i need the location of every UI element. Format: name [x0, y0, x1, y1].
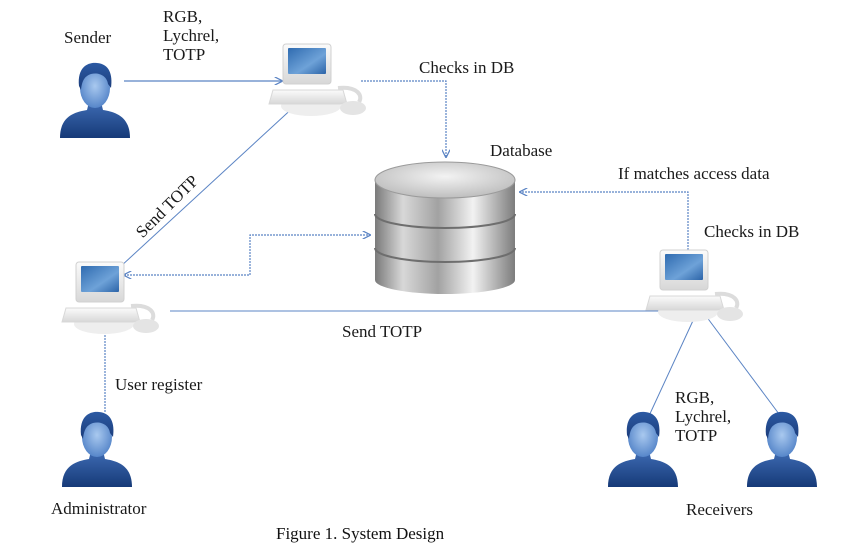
edge-send-totp-diagonal: [119, 103, 298, 268]
user-register-label: User register: [115, 375, 203, 394]
sender-user-icon: [60, 62, 130, 138]
administrator-user-icon: [62, 411, 132, 487]
connectors: [105, 80, 783, 419]
sender-computer-icon: [267, 42, 368, 118]
edge-receiver-to-db: [520, 192, 689, 250]
receiver-user-icon: [747, 411, 817, 487]
figure-caption: Figure 1. System Design: [276, 524, 445, 543]
receiver-checks-db-label: Checks in DB: [704, 222, 800, 241]
receivers-label: Receivers: [686, 500, 754, 519]
if-matches-label: If matches access data: [618, 164, 770, 183]
database-icon: [374, 161, 516, 294]
sender-checks-db-label: Checks in DB: [419, 58, 515, 77]
receiver-computer-icon: [644, 248, 745, 324]
edge-admin-db: [124, 235, 370, 275]
receiver-user-icon: [608, 411, 678, 487]
receiver-credentials-label: RGB, Lychrel, TOTP: [675, 388, 732, 445]
database-label: Database: [490, 141, 553, 160]
edge-sender-computer-to-db: [361, 80, 446, 157]
admin-computer-icon: [60, 260, 161, 336]
sender-label: Sender: [64, 28, 112, 47]
administrator-label: Administrator: [51, 499, 147, 518]
sender-credentials-label: RGB, Lychrel, TOTP: [163, 7, 220, 64]
edge-receiver2: [703, 312, 783, 419]
send-totp-horizontal-label: Send TOTP: [342, 322, 423, 341]
edge-receiver1: [647, 312, 697, 419]
